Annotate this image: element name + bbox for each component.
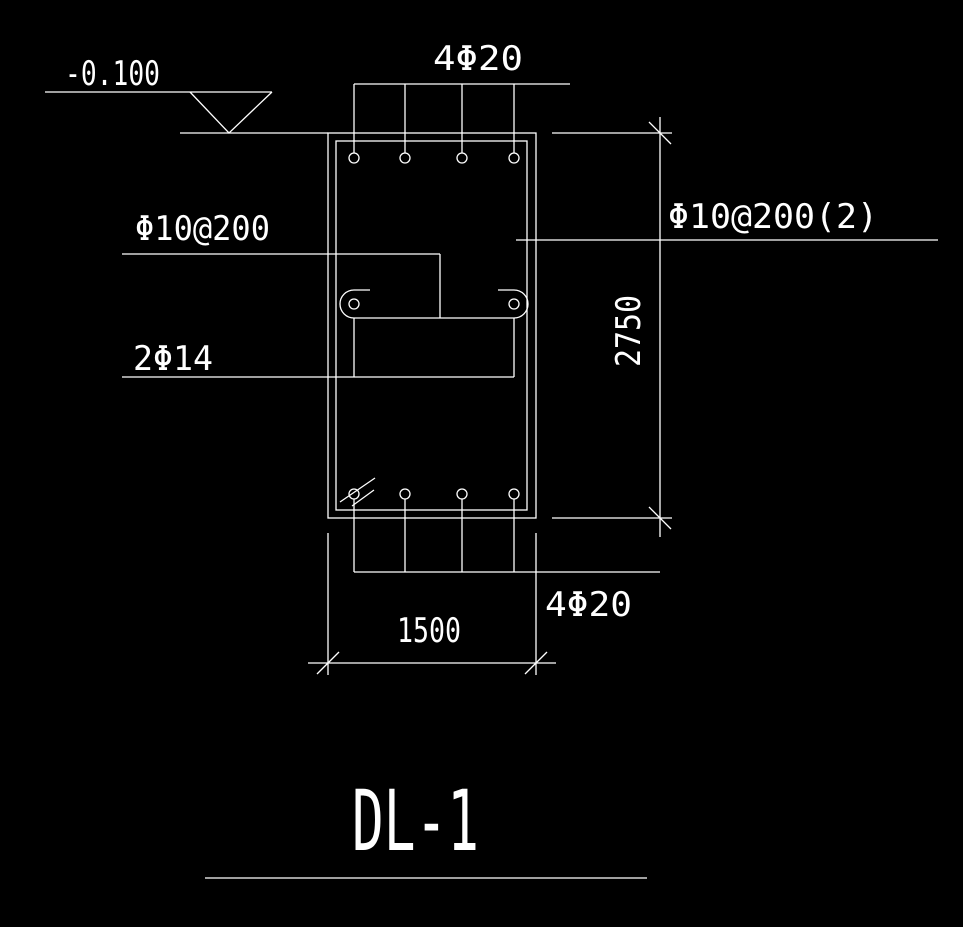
stirrup-right-leader: Φ10@200(2) [516, 197, 938, 241]
rebar-side-right [508, 298, 520, 310]
rebar-bottom-2 [399, 488, 411, 500]
top-rebars: 4Φ20 [348, 39, 570, 164]
stirrup-right-label: Φ10@200(2) [668, 197, 878, 237]
height-dim-label: 2750 [609, 295, 649, 367]
rebar-top-2 [399, 152, 411, 164]
elevation-marker: -0.100 [45, 54, 328, 134]
tie-bar [339, 289, 529, 319]
stirrup-label: Φ10@200 [135, 209, 270, 249]
side-bars: Φ10@200 2Φ14 [122, 209, 529, 379]
rebar-top-4 [508, 152, 520, 164]
stirrup-outer [335, 140, 528, 511]
rebar-top-1 [348, 152, 360, 164]
bottom-rebars: 4Φ20 [339, 477, 660, 625]
top-bars-label: 4Φ20 [433, 39, 523, 79]
title-text: DL-1 [352, 772, 479, 870]
side-bars-label: 2Φ14 [133, 339, 213, 379]
section-outline [327, 132, 537, 519]
rebar-bottom-3 [456, 488, 468, 500]
elevation-label: -0.100 [65, 54, 160, 94]
drawing-title: DL-1 [205, 772, 647, 879]
dimension-width: 1500 [308, 533, 556, 675]
dimension-height: 2750 [552, 117, 672, 537]
rebar-bottom-4 [508, 488, 520, 500]
rebar-top-3 [456, 152, 468, 164]
rebar-side-left [348, 298, 360, 310]
beam-section [327, 132, 537, 519]
width-dim-label: 1500 [397, 611, 461, 651]
bottom-bars-label: 4Φ20 [545, 585, 632, 625]
